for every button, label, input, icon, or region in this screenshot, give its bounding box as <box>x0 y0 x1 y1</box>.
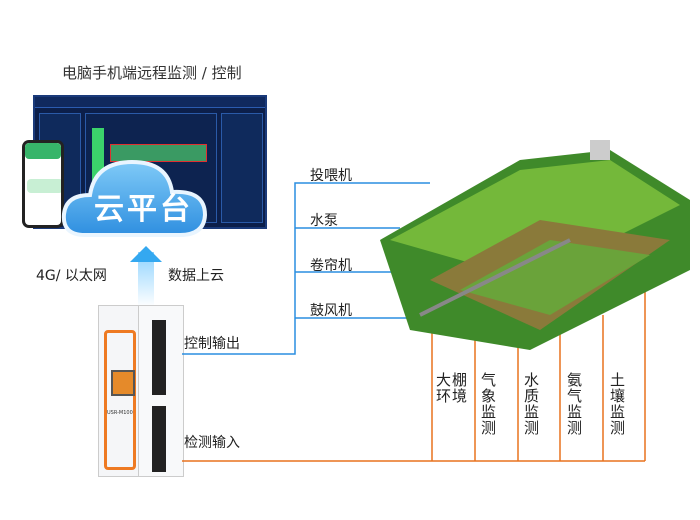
upload-arrow-icon <box>130 246 162 262</box>
detect-input-label: 检测输入 <box>184 435 240 451</box>
monitor-greenhouse: 大棚环境 <box>436 371 469 405</box>
farm-illustration <box>380 140 690 350</box>
output-water-pump: 水泵 <box>310 213 338 229</box>
output-blower: 鼓风机 <box>310 303 352 319</box>
device-io-module <box>138 305 184 477</box>
control-output-label: 控制输出 <box>184 336 240 352</box>
monitor-weather: 气象监测 <box>479 372 497 436</box>
ethernet-port <box>111 370 135 396</box>
mobile-app-screenshot <box>22 140 64 228</box>
upload-label: 数据上云 <box>168 268 224 284</box>
device-model: USR-M100 <box>107 410 133 416</box>
cloud-icon <box>61 159 208 237</box>
device-front-panel <box>104 330 136 470</box>
output-feeder: 投喂机 <box>310 168 352 184</box>
network-label: 4G/ 以太网 <box>36 268 107 284</box>
monitor-ammonia: 氨气监测 <box>565 372 583 436</box>
upload-arrow-shaft <box>138 252 154 307</box>
monitor-water-quality: 水质监测 <box>522 372 540 436</box>
page-title: 电脑手机端远程监测 / 控制 <box>62 64 242 82</box>
output-curtain-machine: 卷帘机 <box>310 258 352 274</box>
monitor-soil: 土壤监测 <box>608 372 626 436</box>
cloud-platform-label: 云平台 <box>94 192 193 227</box>
